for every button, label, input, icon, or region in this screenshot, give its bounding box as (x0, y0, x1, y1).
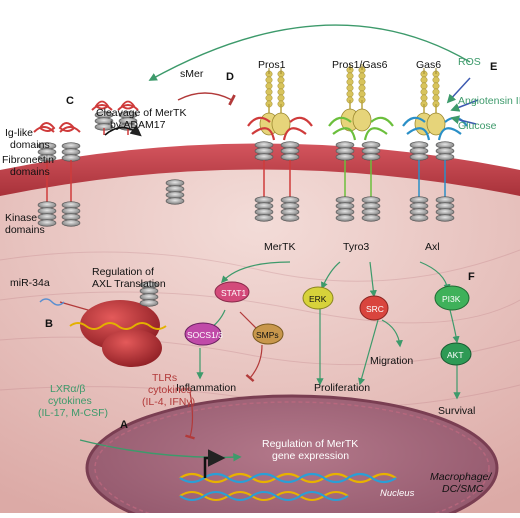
label-pi3k: PI3K (442, 294, 461, 304)
label-ig-like-1: Ig-like (5, 127, 33, 139)
label-regulation-axl-2: AXL Translation (92, 278, 166, 290)
mertk-receptor-c (33, 122, 81, 226)
label-nucleus: Nucleus (380, 488, 415, 499)
label-pros1-gas6: Pros1/Gas6 (332, 59, 388, 71)
src-node (359, 295, 389, 321)
label-stat1: STAT1 (221, 288, 246, 298)
plasma-membrane (0, 143, 520, 196)
label-cell-type-1: Macrophage/ (430, 471, 492, 483)
akt-node (440, 342, 472, 366)
label-regulation-mertk-1: Regulation of MerTK (262, 438, 358, 450)
pi3k-node (434, 285, 470, 311)
label-smps: SMPs (256, 330, 279, 340)
nucleus (85, 394, 499, 518)
label-f: F (468, 271, 475, 283)
label-tlrs-3: (IL-4, IFNγ) (142, 396, 195, 408)
label-mir34a: miR-34a (10, 277, 50, 289)
label-d: D (226, 71, 234, 83)
label-cleavage-2: by ADAM17 (110, 119, 166, 131)
label-e: E (490, 61, 497, 73)
label-smer: sMer (180, 68, 204, 80)
label-migration: Migration (370, 355, 413, 367)
label-pros1: Pros1 (258, 59, 286, 71)
label-tlrs-2: cytokines (148, 384, 192, 396)
smer-receptor (91, 100, 184, 205)
dna-helix-icon (179, 472, 397, 501)
socs-node (184, 322, 222, 346)
label-kinase-1: Kinase (5, 212, 37, 224)
label-survival: Survival (438, 405, 475, 417)
label-c: C (66, 95, 74, 107)
label-akt: AKT (447, 350, 464, 360)
label-lxr-2: cytokines (48, 395, 92, 407)
cleavage-arrow (104, 124, 142, 137)
mrna-icon (69, 322, 167, 330)
label-fibronectin-2: domains (10, 166, 50, 178)
label-cell-type-2: DC/SMC (442, 483, 484, 495)
label-lxr-1: LXRα/β (50, 383, 85, 395)
tyro3-receptor (328, 63, 394, 221)
mertk-receptor (247, 67, 313, 221)
label-mertk: MerTK (264, 241, 296, 253)
label-tlrs-1: TLRs (152, 372, 177, 384)
label-ros: ROS (458, 56, 481, 68)
axl-receptor (402, 67, 468, 221)
label-tyro3: Tyro3 (343, 241, 369, 253)
label-regulation-mertk-2: gene expression (272, 450, 349, 462)
label-ig-like-2: domains (10, 139, 50, 151)
mir34a-strand (39, 298, 65, 306)
label-cleavage-1: Cleavage of MerTK (96, 107, 186, 119)
label-angiotensin: Angiotensin II (458, 95, 520, 107)
label-fibronectin-1: Fibronectin (2, 154, 54, 166)
label-erk: ERK (309, 294, 327, 304)
label-socs: SOCS1/3 (187, 330, 223, 340)
label-src: SRC (366, 304, 384, 314)
label-lxr-3: (IL-17, M-CSF) (38, 407, 108, 419)
label-kinase-2: domains (5, 224, 45, 236)
label-a: A (120, 419, 128, 431)
label-inflammation: Inflammation (176, 382, 236, 394)
label-regulation-axl-1: Regulation of (92, 266, 154, 278)
ros-arc-arrow (148, 24, 471, 81)
promoter-arrow-icon (203, 449, 226, 478)
erk-node (302, 286, 334, 310)
stat1-node (214, 281, 250, 303)
label-proliferation: Proliferation (314, 382, 370, 394)
label-gas6: Gas6 (416, 59, 441, 71)
smer-inhibit-arrow (177, 92, 236, 106)
smps-node (252, 323, 284, 345)
label-b: B (45, 318, 53, 330)
label-glucose: Glucose (458, 120, 497, 132)
label-axl: Axl (425, 241, 440, 253)
